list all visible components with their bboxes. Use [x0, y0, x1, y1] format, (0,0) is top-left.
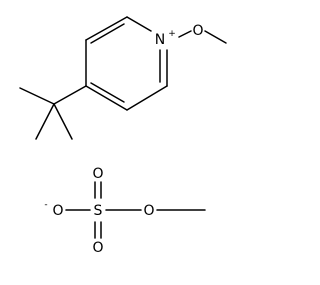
anion-structure: S O O - O O — [44, 166, 206, 256]
ring-bond-c4-c5-inner — [90, 82, 125, 103]
bond-quaternary-c-methyl-left — [19, 87, 55, 105]
pyridine-ring — [85, 16, 168, 111]
oxygen-top-atom-label: O — [92, 166, 103, 182]
ring-bond-c2-n — [126, 16, 152, 32]
chemical-structure-drawing: N + O S O O - O O — [19, 16, 227, 256]
oxygen-right-atom-label: O — [143, 203, 154, 219]
cation-structure: N + O — [19, 16, 227, 140]
oxygen-bottom-atom-label: O — [92, 240, 103, 256]
ring-bond-c2-c3 — [85, 16, 128, 41]
ring-bond-c5-c6 — [126, 85, 168, 111]
ring-bond-c2-c3-inner — [90, 23, 125, 44]
sulfur-atom-label: S — [94, 203, 103, 219]
oxygen-left-charge-label: - — [44, 200, 47, 210]
methoxy-group — [178, 30, 227, 44]
nitrogen-atom-label: N — [155, 32, 165, 48]
structure-canvas: N + O S O O - O O — [19, 16, 227, 256]
oxygen-left-atom-label: O — [52, 203, 63, 219]
nitrogen-charge-label: + — [168, 29, 176, 39]
bond-quaternary-c-methyl-right — [53, 103, 73, 140]
bond-quaternary-c-methyl-down — [35, 103, 55, 140]
bond-o-methyl — [204, 30, 227, 44]
bond-c4-quaternary-c — [53, 85, 87, 105]
methoxy-oxygen-atom-label: O — [192, 23, 203, 39]
tert-butyl-group — [19, 85, 87, 140]
ring-bond-c4-c5 — [85, 85, 128, 111]
bond-n-o — [178, 30, 192, 38]
